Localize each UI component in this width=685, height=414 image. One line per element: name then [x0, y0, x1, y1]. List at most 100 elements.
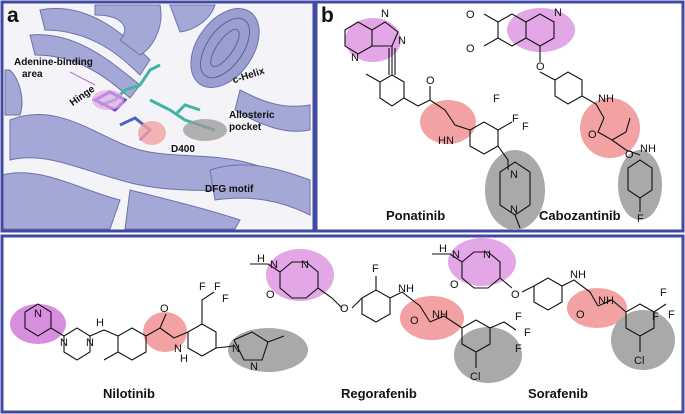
label-allosteric-line1: Allosteric — [229, 110, 275, 121]
sorafenib-o1: O — [450, 279, 459, 291]
nilotinib-n4: N — [232, 343, 240, 355]
ponatinib-tail-highlight — [485, 150, 545, 230]
nilotinib-f2: F — [214, 281, 221, 293]
sorafenib-structure — [432, 251, 667, 352]
cabozantinib-n: N — [554, 7, 562, 19]
regorafenib-o1: O — [266, 289, 275, 301]
label-cabozantinib: Cabozantinib — [539, 208, 621, 223]
label-ponatinib: Ponatinib — [386, 208, 445, 223]
panel-b-bottom: N N N H O N H F F F N N Nilotinib H N N — [0, 234, 685, 414]
panel-a-frame — [0, 0, 316, 233]
label-sorafenib: Sorafenib — [528, 386, 588, 401]
panel-b-letter: b — [321, 4, 334, 27]
regorafenib-f1: F — [515, 311, 522, 323]
sorafenib-n1: N — [452, 249, 460, 261]
panel-b-frame — [314, 0, 685, 233]
cabozantinib-amide-highlight — [580, 98, 640, 158]
protein-cartoon — [1, 4, 311, 230]
allosteric-highlight — [183, 119, 227, 141]
cabozantinib-o1: O — [466, 9, 475, 21]
cabozantinib-o2: O — [466, 43, 475, 55]
regorafenib-f3: F — [515, 343, 522, 355]
nilotinib-nh-h: H — [180, 353, 188, 365]
adenine-pointer — [69, 71, 96, 86]
bottom-frame — [0, 234, 685, 414]
regorafenib-n2: N — [301, 259, 309, 271]
nilotinib-nh: N — [174, 343, 182, 355]
regorafenib-h: H — [257, 253, 265, 265]
sorafenib-amide-highlight — [567, 288, 627, 328]
ponatinib-n5: N — [510, 204, 518, 216]
nilotinib-o: O — [160, 303, 169, 315]
sorafenib-h: H — [439, 243, 447, 255]
cabozantinib-nh2: NH — [640, 143, 656, 155]
cabozantinib-f: F — [637, 213, 644, 225]
cabozantinib-nh1: NH — [598, 93, 614, 105]
ponatinib-f1: F — [493, 93, 500, 105]
panel-b-top: b N N N O HN F F F N N — [314, 0, 685, 233]
regorafenib-o3: O — [410, 315, 419, 327]
cabozantinib-o3: O — [536, 61, 545, 73]
regorafenib-f2: F — [524, 327, 531, 339]
sorafenib-f2: F — [668, 309, 675, 321]
cabozantinib-structure — [483, 13, 653, 212]
hinge-highlight — [92, 90, 124, 110]
label-allosteric-line2: pocket — [229, 122, 262, 133]
ponatinib-structure — [344, 21, 531, 229]
cabozantinib-o4: O — [588, 129, 597, 141]
nilotinib-n3: N — [86, 337, 94, 349]
cabozantinib-o5: O — [625, 149, 634, 161]
cabozantinib-hinge-highlight — [507, 8, 575, 52]
ponatinib-f3: F — [522, 121, 529, 133]
regorafenib-n1: N — [270, 259, 278, 271]
label-regorafenib: Regorafenib — [341, 386, 417, 401]
regorafenib-tail-highlight — [454, 327, 522, 383]
sorafenib-f1: F — [660, 287, 667, 299]
ponatinib-hinge-highlight — [345, 18, 401, 62]
nilotinib-hinge-highlight — [10, 304, 66, 344]
regorafenib-structure — [250, 261, 517, 368]
nilotinib-n2: N — [60, 337, 68, 349]
sorafenib-o3: O — [576, 309, 585, 321]
label-adenine-line2: area — [22, 69, 43, 80]
regorafenib-cl: Cl — [470, 371, 480, 383]
sorafenib-nh1: NH — [570, 269, 586, 281]
sorafenib-o2: O — [511, 289, 520, 301]
nilotinib-n5: N — [250, 361, 258, 373]
label-adenine-line1: Adenine-binding — [14, 57, 93, 68]
d400-highlight — [138, 121, 166, 145]
ponatinib-amide-highlight — [420, 100, 476, 144]
sorafenib-cl: Cl — [634, 355, 644, 367]
nilotinib-n1: N — [34, 308, 42, 320]
regorafenib-amide-highlight — [400, 296, 464, 340]
regorafenib-o2: O — [340, 303, 349, 315]
ponatinib-hn: HN — [438, 135, 454, 147]
nilotinib-f3: F — [222, 293, 229, 305]
label-nilotinib: Nilotinib — [103, 386, 155, 401]
nilotinib-tail-highlight — [228, 328, 308, 372]
sorafenib-f3: F — [652, 311, 659, 323]
regorafenib-nh2: NH — [432, 309, 448, 321]
regorafenib-f: F — [372, 263, 379, 275]
ponatinib-o: O — [426, 75, 435, 87]
nilotinib-f1: F — [199, 281, 206, 293]
panel-a: a Adenine-binding area Hinge c-Helix All… — [0, 0, 316, 233]
sorafenib-n2: N — [483, 249, 491, 261]
sorafenib-nh2: NH — [598, 295, 614, 307]
nilotinib-h: H — [96, 317, 104, 329]
label-dfg: DFG motif — [205, 184, 254, 195]
regorafenib-nh1: NH — [398, 283, 414, 295]
ponatinib-n1: N — [351, 52, 359, 64]
sorafenib-hinge-highlight — [448, 238, 516, 286]
ponatinib-f2: F — [512, 113, 519, 125]
nilotinib-structure — [24, 291, 285, 361]
regorafenib-hinge-highlight — [266, 249, 334, 301]
sorafenib-tail-highlight — [611, 310, 675, 370]
ponatinib-n2: N — [381, 8, 389, 20]
ponatinib-n4: N — [510, 169, 518, 181]
panel-a-letter: a — [7, 4, 19, 27]
ponatinib-n3: N — [398, 35, 406, 47]
label-d400: D400 — [171, 144, 195, 155]
